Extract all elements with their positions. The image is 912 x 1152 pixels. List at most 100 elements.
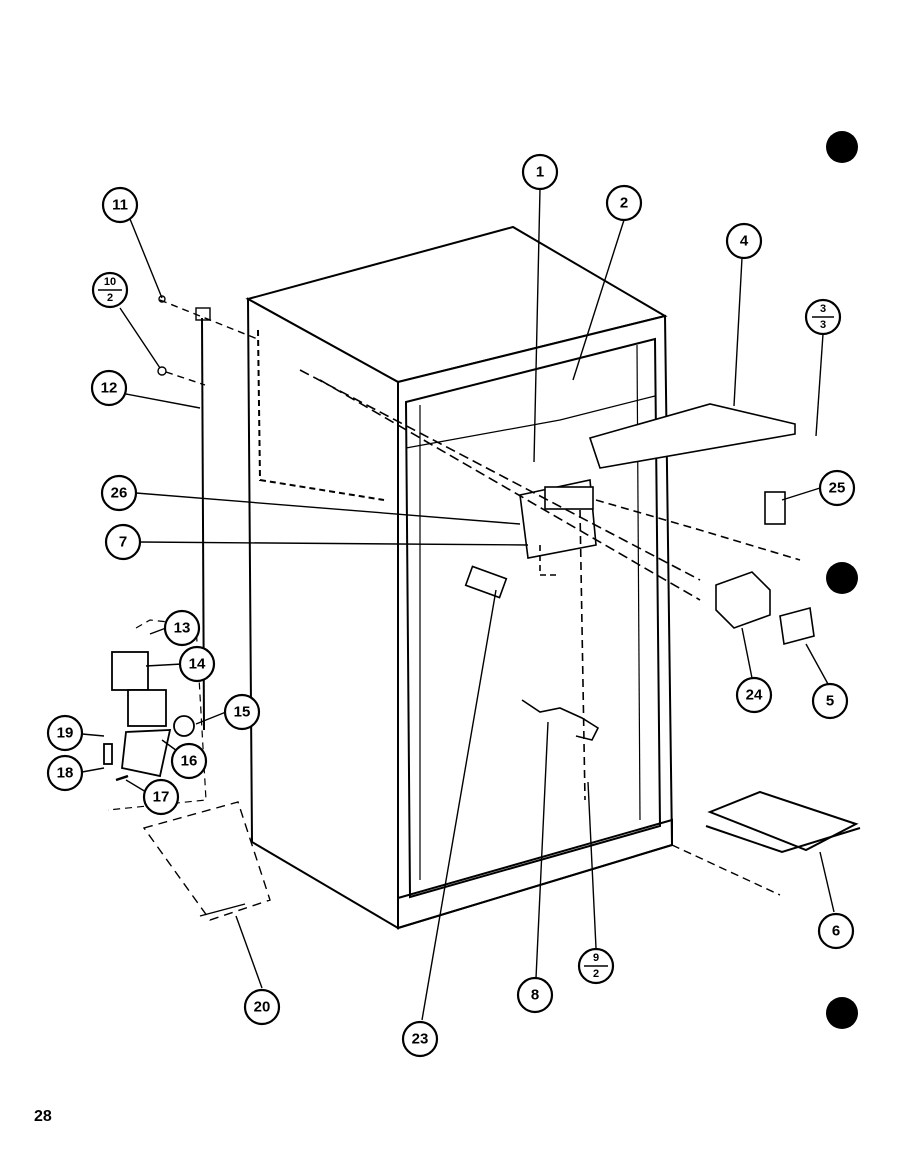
svg-text:14: 14 — [189, 656, 206, 673]
leader-12 — [125, 393, 201, 409]
leader-15 — [195, 711, 227, 725]
control-block — [544, 486, 594, 510]
callout-23: 23 — [401, 1020, 439, 1058]
callout-19: 19 — [46, 714, 84, 752]
refrigerator-cabinet — [245, 225, 674, 930]
svg-text:17: 17 — [153, 789, 170, 806]
valve-fitting — [173, 715, 195, 737]
leader-17 — [125, 779, 147, 793]
binder-hole-middle — [826, 562, 858, 594]
svg-text:26: 26 — [111, 485, 128, 502]
callout-25: 25 — [818, 469, 856, 507]
svg-text:10: 10 — [104, 276, 116, 288]
bolt-17 — [115, 774, 129, 782]
leader-1 — [533, 188, 541, 463]
heater-strip — [464, 565, 508, 599]
callout-13: 13 — [163, 609, 201, 647]
callout-12: 12 — [90, 369, 128, 407]
svg-text:25: 25 — [829, 480, 846, 497]
valve-body — [111, 651, 149, 691]
callouts: 1 2 4 3 3 25 26 7 24 5 11 10 2 12 13 14 … — [46, 153, 856, 1058]
line-10 — [165, 371, 206, 386]
valve-coil — [127, 689, 167, 727]
clip-11 — [158, 295, 166, 303]
svg-text:13: 13 — [174, 620, 191, 637]
callout-16: 16 — [170, 742, 208, 780]
leader-4 — [733, 257, 743, 407]
callout-15: 15 — [223, 693, 261, 731]
drain-pan-rim — [705, 825, 861, 854]
leader-25 — [781, 487, 821, 501]
callout-3-fraction: 3 3 — [804, 298, 842, 336]
leader-8 — [535, 721, 549, 979]
callout-9-fraction: 9 2 — [577, 947, 615, 985]
leader-18 — [81, 767, 105, 773]
side-panel-inner — [257, 329, 385, 501]
callout-14: 14 — [178, 645, 216, 683]
callout-1: 1 — [521, 153, 559, 191]
damper-box — [715, 571, 771, 629]
water-filter — [103, 743, 113, 765]
binder-holes — [826, 131, 858, 1029]
svg-text:7: 7 — [119, 534, 127, 551]
svg-text:8: 8 — [531, 987, 539, 1004]
wire-1 — [539, 545, 560, 576]
leader-14 — [145, 663, 183, 667]
leader-lines — [81, 188, 835, 1021]
svg-text:24: 24 — [746, 687, 763, 704]
drain-pan-body — [707, 790, 859, 852]
svg-text:3: 3 — [820, 319, 826, 331]
page-number: 28 — [34, 1108, 52, 1125]
leader-24 — [741, 627, 753, 679]
leader-26 — [135, 492, 521, 525]
svg-text:12: 12 — [101, 380, 118, 397]
leader-9 — [587, 781, 597, 949]
cabinet-liner — [404, 337, 662, 899]
callout-11: 11 — [101, 186, 139, 224]
drain-pan — [671, 790, 861, 896]
leader-3 — [815, 333, 824, 437]
callout-6: 6 — [817, 912, 855, 950]
callout-5: 5 — [811, 682, 849, 720]
screw-10 — [157, 366, 167, 376]
valve-bracket — [121, 729, 172, 778]
svg-text:23: 23 — [412, 1031, 429, 1048]
svg-text:6: 6 — [832, 923, 840, 940]
svg-text:2: 2 — [620, 195, 628, 212]
leader-6 — [819, 851, 835, 913]
leader-5 — [805, 643, 829, 685]
leader-10 — [119, 307, 161, 369]
svg-text:19: 19 — [57, 725, 74, 742]
svg-text:4: 4 — [740, 233, 749, 250]
leader-20 — [235, 915, 263, 989]
callout-8: 8 — [516, 976, 554, 1014]
callout-20: 20 — [243, 988, 281, 1026]
leader-23 — [421, 589, 497, 1021]
control-assembly — [299, 369, 815, 801]
leader-19 — [81, 733, 105, 737]
callout-4: 4 — [725, 222, 763, 260]
svg-text:2: 2 — [107, 292, 113, 304]
leader-2 — [572, 219, 625, 381]
drain-pan-line — [671, 844, 781, 896]
floor-plate-hint — [199, 903, 246, 917]
svg-text:15: 15 — [234, 704, 251, 721]
callout-26: 26 — [100, 474, 138, 512]
fill-tube — [157, 295, 261, 386]
callout-18: 18 — [46, 754, 84, 792]
binder-hole-top — [826, 131, 858, 163]
compartment-divider — [405, 395, 656, 449]
callout-17: 17 — [142, 778, 180, 816]
svg-text:3: 3 — [820, 303, 826, 315]
leader-11 — [129, 218, 163, 299]
callout-10-fraction: 10 2 — [91, 271, 129, 309]
svg-text:11: 11 — [112, 197, 128, 214]
fitting-top — [195, 307, 211, 321]
svg-text:20: 20 — [254, 999, 271, 1016]
svg-text:1: 1 — [536, 164, 544, 181]
svg-text:16: 16 — [181, 753, 198, 770]
floor-plate-outline — [142, 801, 271, 921]
leader-13 — [149, 627, 167, 635]
leader-7 — [139, 541, 529, 546]
